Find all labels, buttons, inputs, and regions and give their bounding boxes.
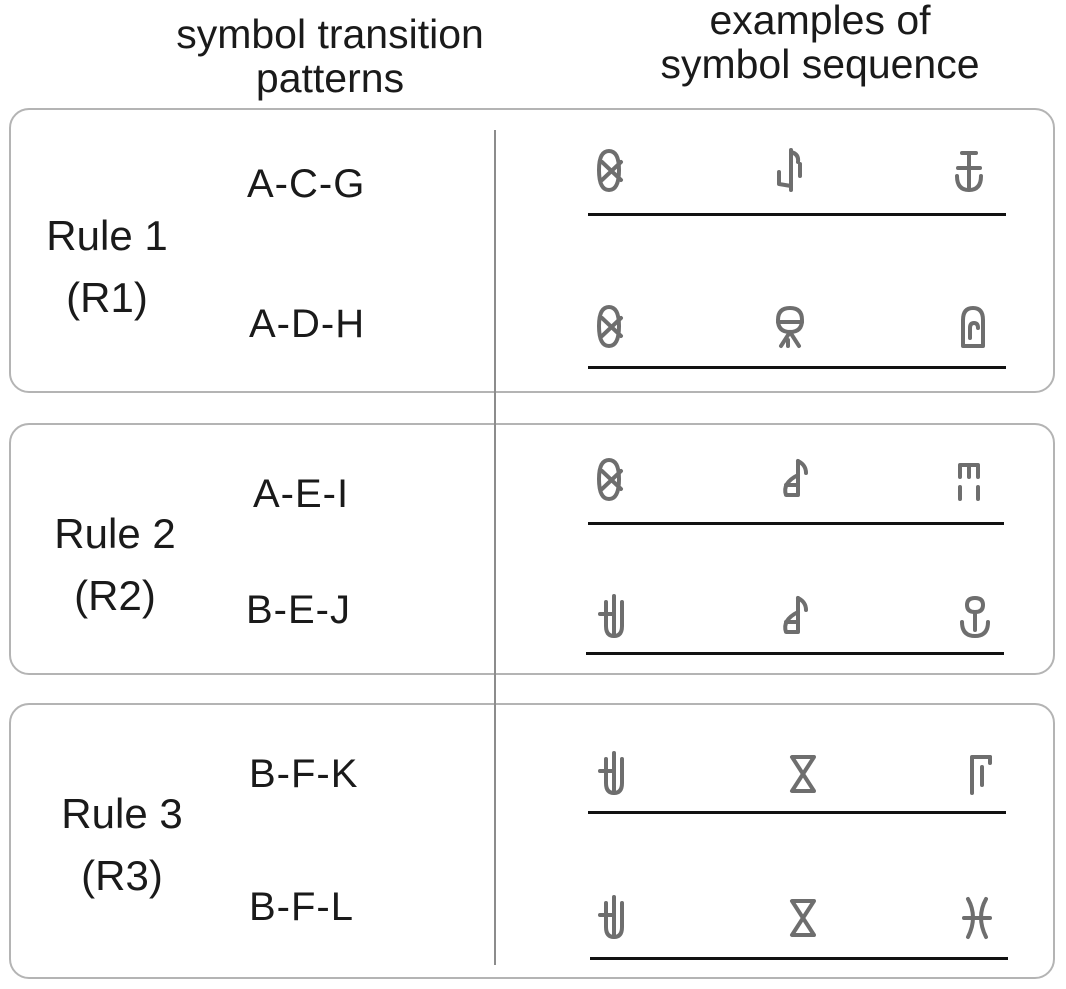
sequence-line-r2-2 (586, 652, 1004, 655)
sequence-header-line1: examples of (709, 0, 931, 43)
symbol-k-icon (956, 749, 1002, 799)
symbol-j-icon (952, 592, 998, 642)
pattern-r1-1: A-C-G (247, 162, 366, 206)
rule-3-name: Rule 3 (61, 790, 183, 837)
symbol-h-icon (950, 302, 996, 352)
symbol-e-icon (772, 592, 818, 642)
sequence-header-line2: symbol sequence (660, 41, 980, 87)
symbol-d-icon (767, 302, 813, 352)
symbol-g-icon (946, 146, 992, 196)
sequence-column-header: examples of symbol sequence (615, 0, 1025, 86)
symbol-e-icon (772, 455, 818, 505)
patterns-column-header: symbol transition patterns (130, 12, 530, 100)
rule-3-label: Rule 3 (R3) (37, 783, 207, 907)
rule-1-code: (R1) (66, 274, 148, 321)
symbol-a-icon (589, 455, 635, 505)
sequence-line-r1-1 (588, 213, 1006, 216)
pattern-r3-1: B-F-K (249, 752, 359, 796)
column-divider (494, 130, 496, 965)
sequence-line-r1-2 (588, 366, 1006, 369)
patterns-header-line1: symbol transition (176, 11, 484, 57)
patterns-header-line2: patterns (255, 55, 405, 101)
pattern-r1-2: A-D-H (249, 302, 366, 346)
sequence-line-r3-2 (590, 957, 1008, 960)
symbol-f-icon (780, 749, 826, 799)
sequence-line-r2-1 (588, 522, 1004, 525)
rule-2-panel (9, 423, 1055, 675)
rule-3-panel (9, 703, 1055, 979)
symbol-b-icon (591, 749, 637, 799)
sequence-line-r3-1 (588, 811, 1006, 814)
symbol-b-icon (591, 592, 637, 642)
symbol-l-icon (954, 893, 1000, 943)
symbol-c-icon (767, 146, 813, 196)
rule-1-name: Rule 1 (46, 212, 168, 259)
rule-2-code: (R2) (74, 572, 156, 619)
rule-2-label: Rule 2 (R2) (30, 503, 200, 627)
symbol-b-icon (591, 893, 637, 943)
symbol-a-icon (589, 146, 635, 196)
rule-2-name: Rule 2 (54, 510, 176, 557)
symbol-f-icon (780, 893, 826, 943)
symbol-a-icon (589, 302, 635, 352)
pattern-r2-2: B-E-J (246, 588, 351, 632)
pattern-r2-1: A-E-I (253, 472, 350, 516)
rule-1-label: Rule 1 (R1) (22, 205, 192, 329)
rule-1-panel (9, 108, 1055, 393)
symbol-i-icon (946, 455, 992, 505)
rule-3-code: (R3) (81, 852, 163, 899)
pattern-r3-2: B-F-L (249, 885, 354, 929)
